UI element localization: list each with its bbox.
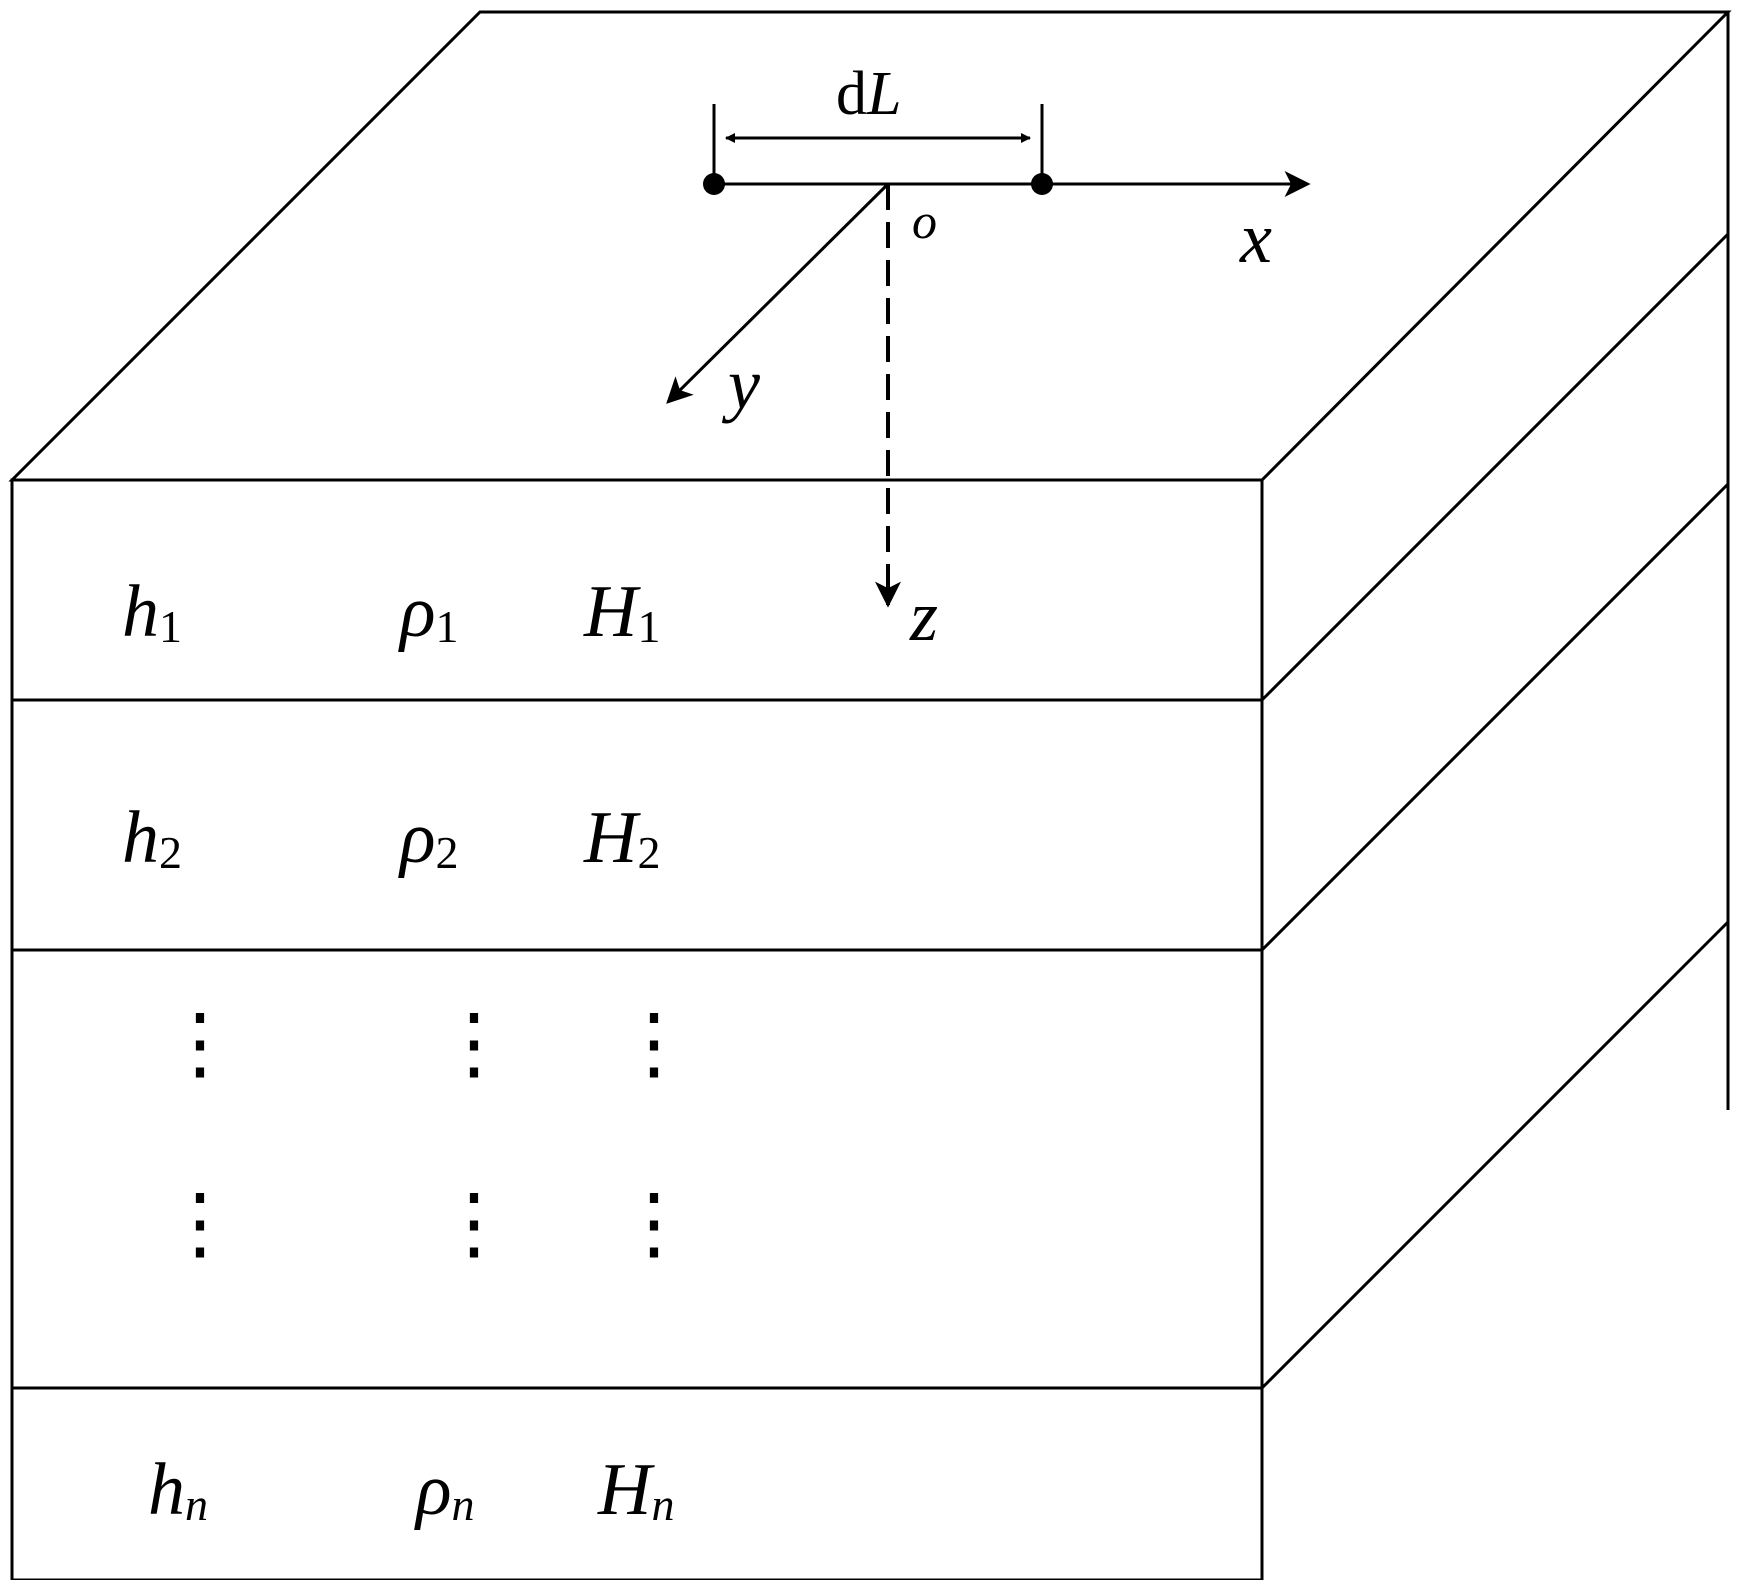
dl-label: dL <box>836 60 901 128</box>
z-axis-label: z <box>909 576 938 656</box>
axes <box>666 171 1311 608</box>
ellipsis-H-2: ⋮ <box>614 1180 694 1268</box>
layer-n-thickness: hn <box>148 1449 208 1531</box>
x-axis-label: x <box>1239 198 1272 278</box>
layer-n-depth: Hn <box>597 1449 674 1531</box>
layer-1-params: h1 ρ1 H1 <box>122 571 660 653</box>
layer-n-params: hn ρn Hn <box>148 1449 674 1531</box>
front-face <box>10 478 1264 1580</box>
layer-n-resistivity: ρn <box>414 1449 475 1531</box>
layer-2-resistivity: ρ2 <box>398 797 459 879</box>
dipole-end-left <box>703 173 725 195</box>
layer-2-params: h2 ρ2 H2 <box>122 797 660 879</box>
layer-2-thickness: h2 <box>122 797 182 879</box>
ellipsis-h-2: ⋮ <box>160 1180 240 1268</box>
ellipsis-H-1: ⋮ <box>614 1000 694 1088</box>
ellipsis-rho-1: ⋮ <box>434 1000 514 1088</box>
boundary-2-side <box>1260 482 1730 952</box>
dl-label-d: d <box>836 60 867 128</box>
origin-label: o <box>912 193 937 249</box>
layer-1-depth: H1 <box>583 571 660 653</box>
y-axis-label: y <box>721 344 760 424</box>
layer-2-depth: H2 <box>583 797 660 879</box>
ellipsis-h-1: ⋮ <box>160 1000 240 1088</box>
ellipsis-rho-2: ⋮ <box>434 1180 514 1268</box>
ellipsis-rows: ⋮ ⋮ ⋮ ⋮ ⋮ ⋮ <box>160 1000 694 1268</box>
layer-boundaries <box>12 232 1730 1390</box>
dipole-source <box>703 104 1053 195</box>
layer-1-resistivity: ρ1 <box>398 571 459 653</box>
layer-1-thickness: h1 <box>122 571 182 653</box>
boundary-1-side <box>1260 232 1730 702</box>
y-axis-arrow <box>666 182 890 404</box>
boundary-3-side <box>1260 920 1730 1390</box>
box-outline <box>8 10 1732 1580</box>
dl-label-l: L <box>866 60 901 128</box>
